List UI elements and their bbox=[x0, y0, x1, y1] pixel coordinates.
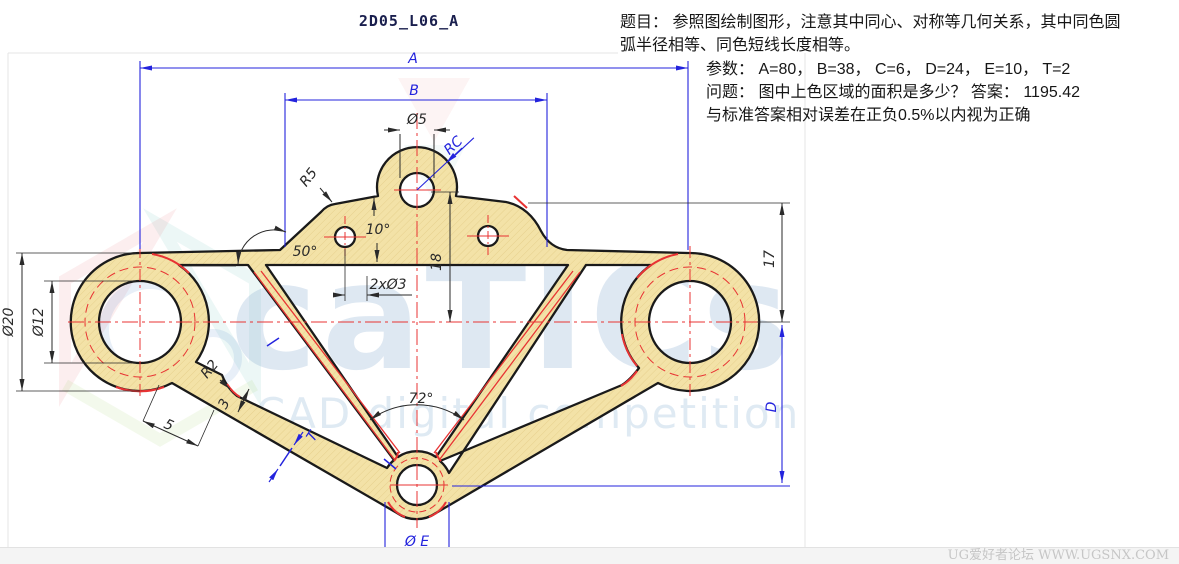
dim-dia12-label-group: Ø12 bbox=[31, 307, 47, 337]
problem-line-1: 题目： 参照图绘制图形，注意其中同心、对称等几何关系，其中同色圆 bbox=[620, 14, 1121, 31]
problem-line-2: 弧半径相等、同色短线长度相等。 bbox=[620, 37, 861, 54]
problem-line-3: 参数： A=80， B=38， C=6， D=24， E=10， T=2 bbox=[706, 61, 1071, 78]
dim-diae-label: Ø E bbox=[404, 534, 429, 550]
red-equal-arcs bbox=[115, 195, 679, 518]
dim-50deg-label: 50° bbox=[293, 244, 318, 260]
red-centerlines bbox=[68, 113, 762, 528]
problem-line-4: 问题： 图中上色区域的面积是多少？ 答案： 1195.42 bbox=[706, 84, 1080, 101]
page-frame bbox=[7, 52, 806, 548]
dim-dia12-label: Ø12 bbox=[31, 307, 47, 337]
dim-a-label: A bbox=[407, 51, 418, 67]
dim-18-label-group: 18 bbox=[429, 253, 445, 271]
dim-72deg-label: 72° bbox=[409, 391, 434, 407]
dim-r5-label: R5 bbox=[297, 165, 321, 190]
dim-2x3-label: 2xØ3 bbox=[369, 277, 406, 293]
dim-b-label: B bbox=[409, 83, 419, 99]
footer-watermark: UG爱好者论坛 WWW.UGSNX.COM bbox=[947, 548, 1169, 563]
dim-18-label: 18 bbox=[429, 253, 445, 271]
black-dimensions bbox=[16, 127, 790, 447]
dim-r5-label-group: R5 bbox=[297, 165, 321, 190]
red-equal-lines bbox=[253, 270, 581, 460]
dim-17-label: 17 bbox=[762, 250, 778, 268]
drawing-title: 2D05_L06_A bbox=[358, 12, 460, 30]
dim-dia20-label: Ø20 bbox=[1, 307, 17, 337]
dim-dia5-label: Ø5 bbox=[406, 112, 427, 128]
dim-17-label-group: 17 bbox=[762, 250, 778, 268]
footer-bar bbox=[0, 547, 1179, 564]
dim-dia20-label-group: Ø20 bbox=[1, 307, 17, 337]
problem-line-5: 与标准答案相对误差在正负0.5%以内视为正确 bbox=[706, 107, 1031, 124]
dim-d-label-group: D bbox=[764, 401, 780, 412]
dim-d-label: D bbox=[764, 401, 780, 412]
dim-10deg-label: 10° bbox=[366, 222, 391, 238]
